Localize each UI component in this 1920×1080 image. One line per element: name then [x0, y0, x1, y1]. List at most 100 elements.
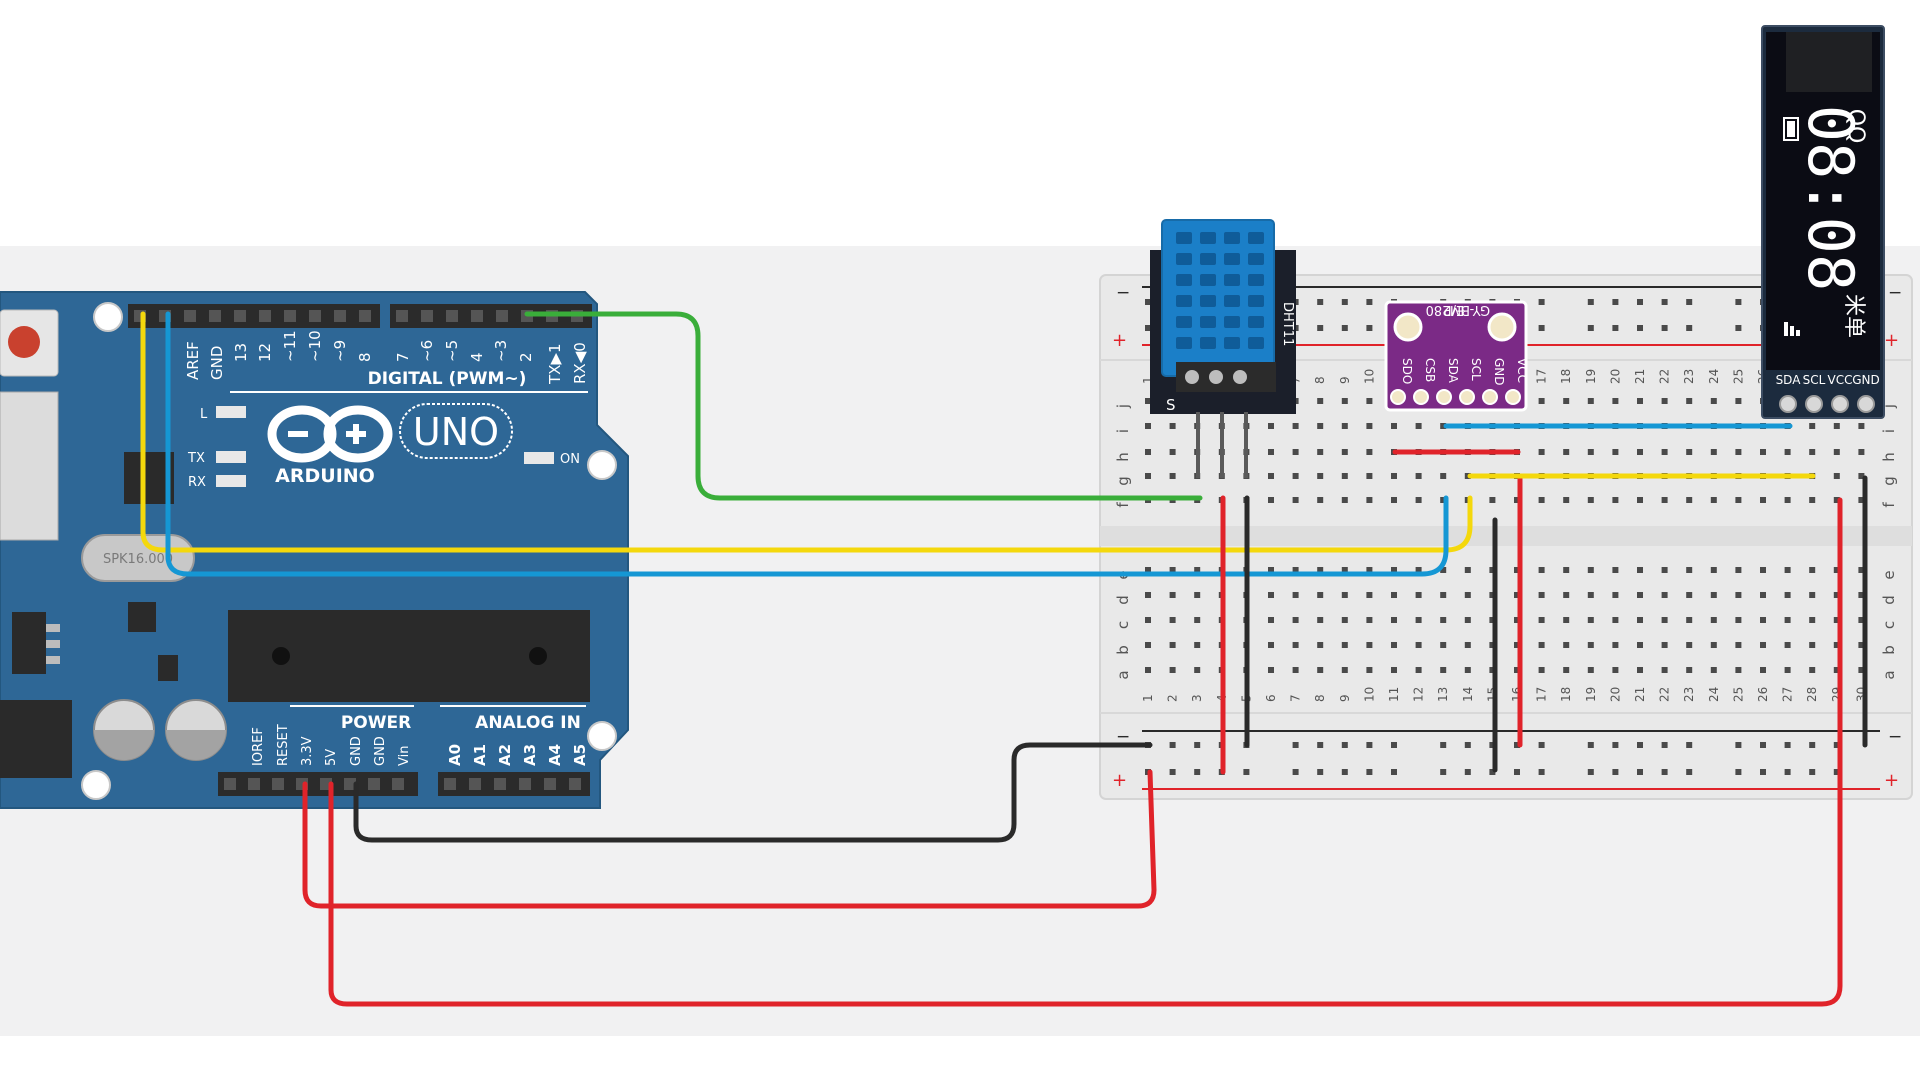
breadboard-rail-hole[interactable] — [1735, 769, 1742, 775]
header-pin[interactable] — [359, 310, 371, 322]
breadboard-rail-hole[interactable] — [1169, 742, 1176, 748]
breadboard-hole[interactable] — [1563, 567, 1570, 573]
bme280-pin[interactable] — [1505, 389, 1521, 405]
breadboard-hole[interactable] — [1563, 592, 1570, 598]
header-pin[interactable] — [184, 310, 196, 322]
breadboard-hole[interactable] — [1366, 398, 1373, 404]
breadboard-hole[interactable] — [1710, 642, 1717, 648]
breadboard-hole[interactable] — [1440, 667, 1447, 673]
breadboard-hole[interactable] — [1538, 617, 1545, 623]
header-pin[interactable] — [334, 310, 346, 322]
breadboard-rail-hole[interactable] — [1538, 769, 1545, 775]
breadboard-rail-hole[interactable] — [1145, 299, 1151, 305]
wire-green-d2-to-dht[interactable] — [524, 311, 1203, 501]
breadboard-hole[interactable] — [1710, 497, 1717, 503]
breadboard-rail-hole[interactable] — [1784, 742, 1791, 748]
breadboard-hole[interactable] — [1858, 667, 1865, 673]
breadboard-rail-hole[interactable] — [1317, 299, 1324, 305]
breadboard-hole[interactable] — [1538, 398, 1545, 404]
breadboard-hole[interactable] — [1341, 423, 1348, 429]
breadboard-hole[interactable] — [1612, 449, 1619, 455]
breadboard-hole[interactable] — [1317, 642, 1324, 648]
breadboard-hole[interactable] — [1710, 592, 1717, 598]
breadboard-hole[interactable] — [1563, 497, 1570, 503]
reset-button[interactable] — [0, 309, 59, 377]
breadboard-rail-hole[interactable] — [1341, 299, 1348, 305]
breadboard-rail-hole[interactable] — [1317, 742, 1324, 748]
breadboard-rail-hole[interactable] — [1292, 769, 1299, 775]
oled-pin[interactable] — [1779, 395, 1797, 413]
header-pin[interactable] — [544, 778, 556, 790]
breadboard-hole[interactable] — [1415, 497, 1422, 503]
breadboard-hole[interactable] — [1440, 473, 1447, 479]
breadboard-rail-hole[interactable] — [1760, 769, 1766, 775]
breadboard-hole[interactable] — [1169, 567, 1176, 573]
breadboard-rail-hole[interactable] — [1145, 325, 1151, 331]
breadboard-hole[interactable] — [1292, 667, 1299, 673]
breadboard-hole[interactable] — [1268, 449, 1274, 455]
breadboard-hole[interactable] — [1637, 497, 1643, 503]
breadboard-rail-hole[interactable] — [1612, 769, 1619, 775]
breadboard-hole[interactable] — [1760, 667, 1766, 673]
breadboard-hole[interactable] — [1464, 592, 1471, 598]
breadboard-hole[interactable] — [1440, 642, 1447, 648]
breadboard-hole[interactable] — [1341, 642, 1348, 648]
breadboard-hole[interactable] — [1563, 667, 1570, 673]
header-pin[interactable] — [309, 310, 321, 322]
breadboard-hole[interactable] — [1661, 497, 1668, 503]
breadboard-hole[interactable] — [1784, 592, 1791, 598]
breadboard-hole[interactable] — [1317, 497, 1324, 503]
breadboard-hole[interactable] — [1686, 667, 1693, 673]
breadboard-rail-hole[interactable] — [1243, 769, 1250, 775]
breadboard-hole[interactable] — [1145, 617, 1151, 623]
breadboard-hole[interactable] — [1169, 667, 1176, 673]
oled-pin[interactable] — [1831, 395, 1849, 413]
breadboard-hole[interactable] — [1784, 617, 1791, 623]
bme280-pin[interactable] — [1390, 389, 1406, 405]
breadboard-hole[interactable] — [1858, 497, 1865, 503]
breadboard-hole[interactable] — [1145, 449, 1151, 455]
bme280-pin[interactable] — [1459, 389, 1475, 405]
breadboard-hole[interactable] — [1366, 592, 1373, 598]
breadboard-hole[interactable] — [1514, 642, 1520, 648]
breadboard-hole[interactable] — [1858, 567, 1865, 573]
breadboard-rail-hole[interactable] — [1587, 769, 1594, 775]
breadboard-hole[interactable] — [1587, 592, 1594, 598]
breadboard-hole[interactable] — [1292, 642, 1299, 648]
breadboard-hole[interactable] — [1858, 449, 1865, 455]
breadboard-hole[interactable] — [1317, 423, 1324, 429]
wire-red-3v3[interactable] — [302, 769, 1157, 909]
breadboard-rail-hole[interactable] — [1366, 742, 1373, 748]
breadboard-hole[interactable] — [1612, 497, 1619, 503]
breadboard-hole[interactable] — [1784, 667, 1791, 673]
breadboard-hole[interactable] — [1391, 473, 1397, 479]
breadboard-hole[interactable] — [1735, 398, 1742, 404]
breadboard-hole[interactable] — [1858, 592, 1865, 598]
breadboard-hole[interactable] — [1587, 497, 1594, 503]
breadboard-hole[interactable] — [1735, 567, 1742, 573]
breadboard-rail-hole[interactable] — [1809, 742, 1816, 748]
breadboard-hole[interactable] — [1464, 667, 1471, 673]
breadboard-hole[interactable] — [1637, 592, 1643, 598]
breadboard-rail-hole[interactable] — [1514, 769, 1520, 775]
breadboard-rail-hole[interactable] — [1317, 325, 1324, 331]
breadboard-hole[interactable] — [1366, 667, 1373, 673]
breadboard-hole[interactable] — [1169, 449, 1176, 455]
breadboard-hole[interactable] — [1833, 667, 1840, 673]
breadboard-hole[interactable] — [1661, 592, 1668, 598]
breadboard-hole[interactable] — [1587, 398, 1594, 404]
breadboard-hole[interactable] — [1145, 567, 1151, 573]
breadboard-rail-hole[interactable] — [1637, 769, 1643, 775]
wire-blue-scl[interactable] — [165, 311, 1449, 577]
breadboard-hole[interactable] — [1661, 398, 1668, 404]
header-pin[interactable] — [368, 778, 380, 790]
breadboard-hole[interactable] — [1612, 398, 1619, 404]
breadboard-hole[interactable] — [1415, 617, 1422, 623]
breadboard-rail-hole[interactable] — [1194, 769, 1201, 775]
header-pin[interactable] — [259, 310, 271, 322]
breadboard-hole[interactable] — [1661, 567, 1668, 573]
breadboard-hole[interactable] — [1341, 567, 1348, 573]
breadboard-hole[interactable] — [1538, 642, 1545, 648]
breadboard-hole[interactable] — [1292, 592, 1299, 598]
